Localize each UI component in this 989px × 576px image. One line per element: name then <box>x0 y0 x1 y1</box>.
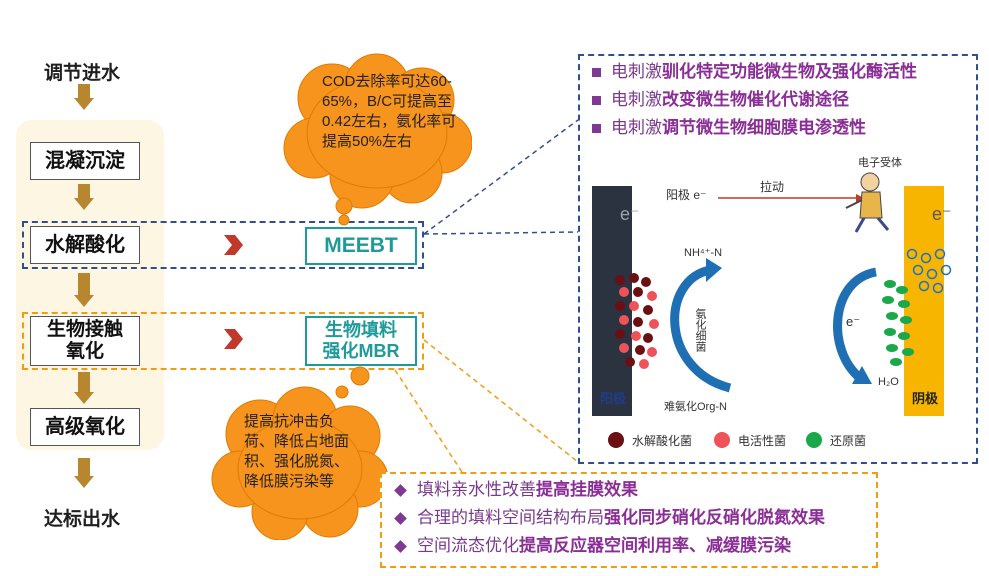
nh4-label: NH⁴⁺-N <box>684 247 723 259</box>
meebt-effect-1: 电刺激驯化特定功能微生物及强化酶活性 <box>592 58 917 86</box>
flow-arrow-1 <box>74 84 94 110</box>
cloud-mbr-text: 提高抗冲击负荷、降低占地面积、强化脱氮、降低膜污染等 <box>244 413 350 490</box>
anode-e-label: e⁻ <box>620 204 640 224</box>
meebt-effect-2: 电刺激改变微生物催化代谢途径 <box>592 86 917 114</box>
person-icon <box>845 172 890 233</box>
ammonifying-label: 氨化细菌 <box>694 308 706 352</box>
acceptor-label: 电子受体 <box>858 157 902 169</box>
mbr-box: 生物填料 强化MBR <box>305 316 417 366</box>
flow-end-label: 达标出水 <box>44 509 121 530</box>
flow-start-label: 调节进水 <box>44 63 121 84</box>
mbr-dashed-row <box>22 312 424 370</box>
step-hydrolysis: 水解酸化 <box>30 226 140 264</box>
meebt-effects-panel <box>578 54 978 464</box>
flow-arrow-4 <box>74 372 94 404</box>
anode-label: 阳极 <box>600 391 627 406</box>
org-label: 难氨化Org-N <box>664 401 727 413</box>
cloud-cod-text: COD去除率可达60-65%，B/C可提高至0.42左右，氨化率可提高50%左右 <box>322 73 457 150</box>
anode-arrow-label: 阳极 e⁻ <box>666 188 707 202</box>
meebt-box: MEEBT <box>305 227 417 265</box>
flow-arrow-5 <box>74 458 94 488</box>
mbr-effect-2: 合理的填料空间结构布局强化同步硝化反硝化脱氮效果 <box>394 504 825 532</box>
mbr-effects-list: 填料亲水性改善提高挂膜效果 合理的填料空间结构布局强化同步硝化反硝化脱氮效果 空… <box>394 476 825 560</box>
legend-hydrolysis: 水解酸化菌 <box>632 434 693 448</box>
meebt-effects-list: 电刺激驯化特定功能微生物及强化酶活性 电刺激改变微生物催化代谢途径 电刺激调节微… <box>592 58 917 142</box>
legend-electroactive: 电活性菌 <box>738 434 787 448</box>
flow-arrow-2 <box>74 184 94 210</box>
legend-reducing: 还原菌 <box>830 434 867 448</box>
step-bio-contact-oxidation: 生物接触 氧化 <box>30 316 140 366</box>
cathode-label: 阴极 <box>912 391 939 406</box>
pull-label: 拉动 <box>760 180 785 194</box>
mbr-effect-3: 空间流态优化提高反应器空间利用率、减缓膜污染 <box>394 532 825 560</box>
bio-electro-illustration: e⁻ e⁻ 阳极 e⁻ 拉动 电子受体 NH⁴⁺-N 氨化细菌 难氨化Org-N… <box>590 150 970 460</box>
step-advanced-oxidation: 高级氧化 <box>30 408 140 446</box>
chevron-icon-meebt <box>224 235 243 255</box>
mid-e-label: e⁻ <box>846 314 861 329</box>
cloud-cod <box>283 53 472 226</box>
chevron-icon-mbr <box>224 329 243 349</box>
meebt-effect-3: 电刺激调节微生物细胞膜电渗透性 <box>592 114 917 142</box>
mbr-effect-1: 填料亲水性改善提高挂膜效果 <box>394 476 825 504</box>
cloud-mbr <box>211 366 389 540</box>
mbr-effects-panel <box>380 472 878 568</box>
cathode-e-label: e⁻ <box>932 204 952 224</box>
flow-arrow-3 <box>74 273 94 307</box>
step-coagulation: 混凝沉淀 <box>30 142 140 180</box>
meebt-dashed-row <box>22 221 424 269</box>
h2o-label: H₂O <box>878 376 899 388</box>
illustration-svg <box>592 172 952 448</box>
